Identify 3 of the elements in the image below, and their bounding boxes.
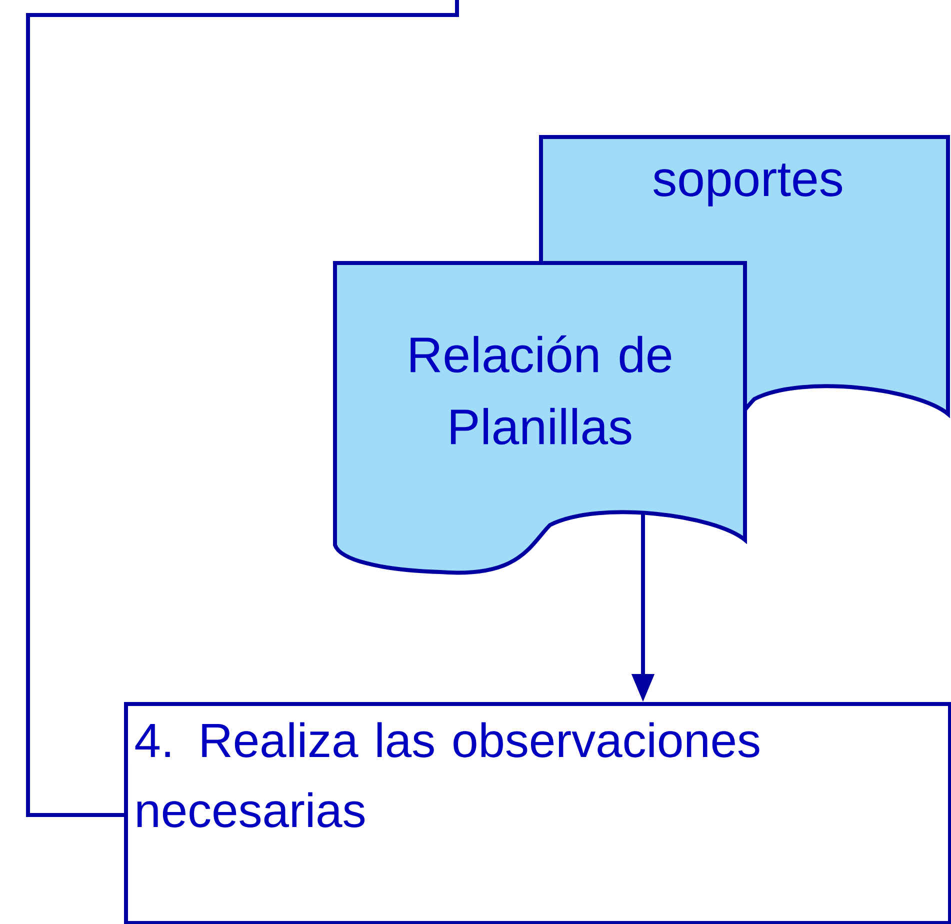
connector-line: [26, 0, 459, 817]
node-label: soportes: [654, 164, 842, 206]
process-box: 4. Realiza las observaciones necesarias: [124, 702, 951, 924]
